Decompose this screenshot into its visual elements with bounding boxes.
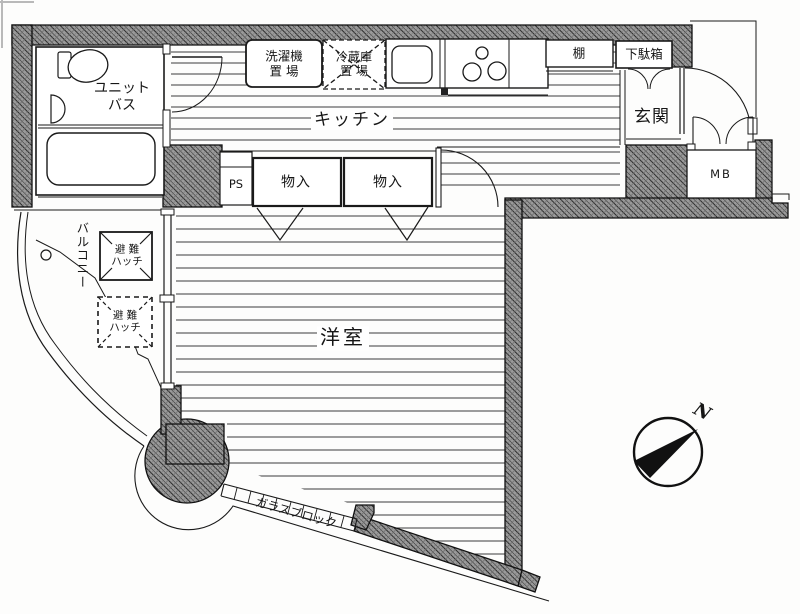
compass [632,416,704,488]
building-outline-bottom [134,445,550,602]
bath-door-swing [171,56,223,113]
label-storage-left: 物入 [281,174,311,191]
label-unit-bath: ユニット バス [94,80,150,113]
balcony-parapet-outer [17,211,145,447]
label-hatch-upper-line1: 避 難 [114,243,140,256]
toilet-bowl [67,49,109,83]
bath-wall-upper [162,43,171,55]
counter-post [441,88,448,95]
fridge-space-box [322,39,386,90]
kitchen-sink [391,45,433,84]
balcony-linework [14,209,550,602]
stove-burners [462,46,507,82]
label-hatch-lower-line1: 避 難 [112,309,138,322]
entry-door-leaf [679,68,685,134]
label-washer-line1: 洗濯機 [265,48,303,64]
shoe-box [615,40,673,69]
compass-needle [634,429,698,478]
bathtub [46,132,156,186]
label-fridge-line2: 置 場 [340,64,368,78]
wall-room-right [504,199,541,593]
balcony-drain [40,249,52,261]
label-western-room: 洋室 [317,326,369,350]
entry-door-swing [684,67,752,135]
wall-entrance-left [625,144,689,201]
hall-wall-line [437,146,620,148]
storage-row [219,146,620,242]
label-hatch-upper: 避 難 ハッチ [111,244,143,269]
walls [11,24,789,593]
wall-left [11,24,33,208]
storage-right-box [342,156,434,208]
evacuation-hatches [97,231,153,348]
label-mb: MB [710,167,732,182]
hatch-upper-corner-ticks [99,231,153,281]
window-cap-bottom [160,382,175,390]
label-washer-line2: 置 場 [269,63,299,78]
label-unit-bath-line2: バス [108,97,136,113]
label-ps: PS [228,177,244,192]
western-room-floor-lines [176,215,505,567]
hatch-lower-corner-ticks [97,296,153,348]
hatch-lower-box [97,296,153,348]
window-center-lock [159,294,175,303]
label-storage-right: 物入 [373,174,403,191]
wall-entrance-right [754,139,773,201]
mb-door-swings [692,116,754,145]
mb-box [686,149,757,199]
label-fridge: 冷蔵庫 置 場 [336,50,372,78]
mb-door-leaves [692,117,754,144]
label-hatch-upper-line2: ハッチ [111,256,143,268]
counter-dividers [439,39,510,88]
storage-left-box [251,156,343,208]
label-balcony: バルコニー [74,221,90,289]
glass-block-band [220,483,358,532]
label-kitchen: キッチン [311,109,393,131]
label-hatch-lower: 避 難 ハッチ [109,310,141,335]
kitchen-fixtures [245,38,673,96]
outline-top-right [690,20,790,200]
storage-left-door-mark [256,207,304,242]
balcony-parapet-inner [24,211,148,437]
entrance-left-wall [619,70,626,145]
label-washer: 洗濯機 置 場 [265,48,303,79]
wall-corner-shoulder [165,423,225,465]
room-door-swing [440,149,499,208]
shelf-box [545,39,614,68]
wash-basin [50,94,66,124]
bath-wall-lower [162,109,171,148]
window-cap-top [160,208,175,216]
label-fridge-line1: 冷蔵庫 [335,49,373,64]
unit-bath-divider [38,124,163,129]
wall-bottom-slant [353,515,523,587]
label-hatch-lower-line2: ハッチ [109,322,141,334]
hall-double-door-swing [627,68,671,90]
storage-right-door-mark [384,206,429,242]
washer-space-box [245,39,323,88]
label-unit-bath-line1: ユニット [94,80,150,97]
label-shelf: 棚 [572,45,586,61]
ps-box [219,151,253,206]
wall-glass-block-step [350,504,375,531]
balcony-window [159,208,175,390]
wall-mid-chunk [162,144,223,208]
room-door-leaf [435,147,442,208]
compass-circle [632,416,704,488]
wall-band-south-of-hall [504,197,789,219]
meter-box-area [686,116,757,199]
label-shoe-box: 下駄箱 [625,46,663,62]
unit-bath [35,43,223,198]
label-entrance: 玄関 [634,106,670,127]
scan-edge [0,0,34,48]
